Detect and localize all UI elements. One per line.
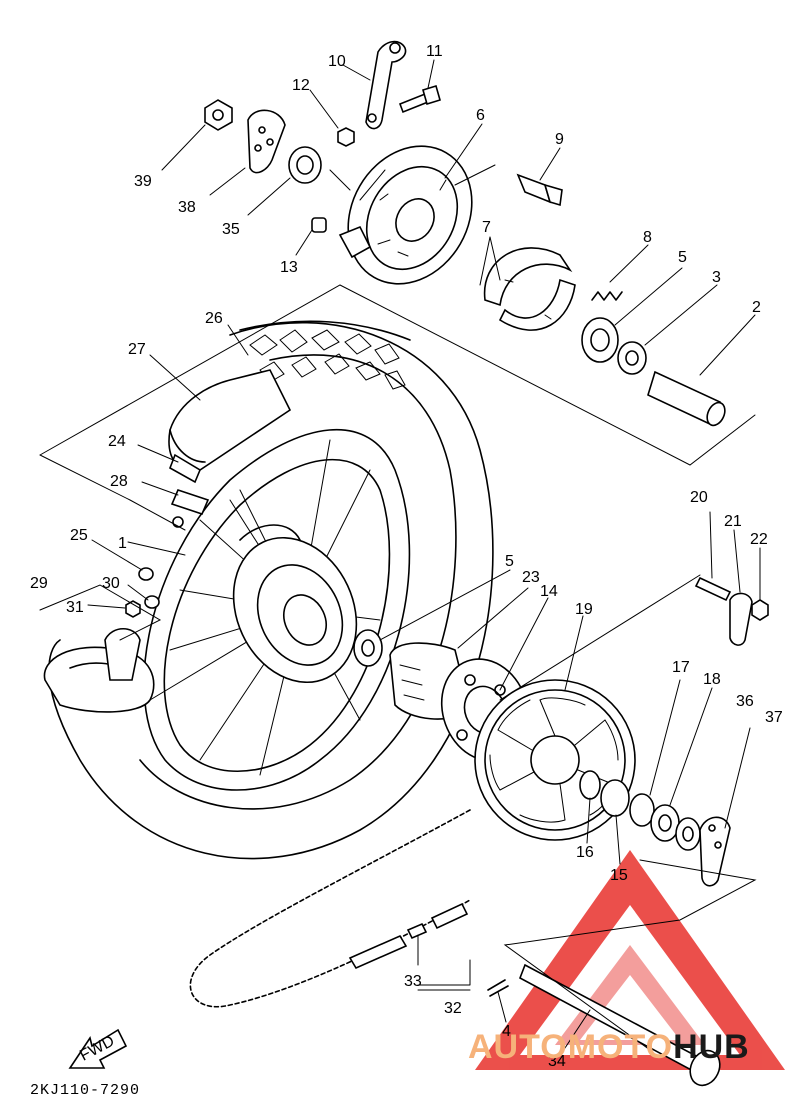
callout-32: 32 xyxy=(444,1000,462,1017)
wheel-axle xyxy=(519,963,721,1087)
callout-21: 21 xyxy=(724,513,742,530)
watermark-logo-icon xyxy=(475,850,785,1070)
spacer xyxy=(647,370,726,427)
callout-labels: 1 2 3 4 5 5 6 7 8 9 10 11 12 13 14 15 16… xyxy=(30,43,783,1070)
bearing-lower xyxy=(353,629,383,667)
spoke-nipples xyxy=(125,516,184,618)
callout-14: 14 xyxy=(540,583,558,600)
callout-1: 1 xyxy=(118,535,127,552)
collar xyxy=(617,341,647,375)
callout-27: 27 xyxy=(128,341,146,358)
callout-29: 29 xyxy=(30,575,48,592)
sprocket-spacers xyxy=(579,770,701,851)
callout-26: 26 xyxy=(205,310,223,327)
callout-18: 18 xyxy=(703,671,721,688)
brake-shoe-set xyxy=(483,247,576,331)
chain-adjuster-bolt xyxy=(694,576,732,602)
callout-31: 31 xyxy=(66,599,84,616)
rear-sprocket xyxy=(474,679,636,841)
callout-5b: 5 xyxy=(505,553,514,570)
grease-nipple xyxy=(516,173,563,207)
callout-30: 30 xyxy=(102,575,120,592)
callout-16: 16 xyxy=(576,844,594,861)
callout-17: 17 xyxy=(672,659,690,676)
leader-lines xyxy=(87,59,761,1049)
callout-36: 36 xyxy=(736,693,754,710)
callout-25: 25 xyxy=(70,527,88,544)
callout-7: 7 xyxy=(482,219,491,236)
nut xyxy=(337,127,355,147)
callout-2: 2 xyxy=(752,299,761,316)
callout-39: 39 xyxy=(134,173,152,190)
oil-seal xyxy=(288,146,322,184)
adjuster-nut xyxy=(751,599,769,621)
callout-3: 3 xyxy=(712,269,721,286)
drive-sprocket-small xyxy=(247,109,286,174)
callout-37: 37 xyxy=(765,709,783,726)
inner-tube xyxy=(43,627,155,713)
callout-38: 38 xyxy=(178,199,196,216)
drive-chain xyxy=(189,809,471,1008)
callout-12: 12 xyxy=(292,77,310,94)
brake-shoe-plate xyxy=(338,145,473,285)
bearing-upper xyxy=(581,317,619,363)
watermark-text-part1: AUTOMOTO xyxy=(468,1028,674,1066)
callout-34: 34 xyxy=(548,1053,566,1070)
callout-20: 20 xyxy=(690,489,708,506)
callout-6: 6 xyxy=(476,107,485,124)
callout-11: 11 xyxy=(426,43,443,60)
rear-wheel xyxy=(48,320,494,860)
lock-nut xyxy=(204,99,233,131)
callout-22: 22 xyxy=(750,531,768,548)
diagram-code: 2KJ110-7290 xyxy=(30,1082,141,1099)
callout-10: 10 xyxy=(328,53,346,70)
callout-33: 33 xyxy=(404,973,422,990)
return-spring xyxy=(591,291,623,301)
callout-35: 35 xyxy=(222,221,240,238)
bolt-small xyxy=(311,217,327,233)
callout-15: 15 xyxy=(610,867,628,884)
chain-adjuster-plate xyxy=(729,592,753,646)
cotter-pin xyxy=(487,979,509,997)
assembly-lines xyxy=(39,164,757,1051)
forward-arrow-icon xyxy=(68,1028,128,1069)
chain-puller xyxy=(699,816,731,887)
camshaft-lever xyxy=(365,40,407,130)
callout-24: 24 xyxy=(108,433,126,450)
callout-8: 8 xyxy=(643,229,652,246)
callout-28: 28 xyxy=(110,473,128,490)
callout-13: 13 xyxy=(280,259,298,276)
callout-19: 19 xyxy=(575,601,593,618)
watermark-text: AUTOMOTOHUB xyxy=(468,1028,750,1067)
watermark-text-part2: HUB xyxy=(673,1028,750,1066)
callout-23: 23 xyxy=(522,569,540,586)
callout-5a: 5 xyxy=(678,249,687,266)
bolt xyxy=(398,84,441,114)
callout-4: 4 xyxy=(502,1023,511,1040)
callout-9: 9 xyxy=(555,131,564,148)
